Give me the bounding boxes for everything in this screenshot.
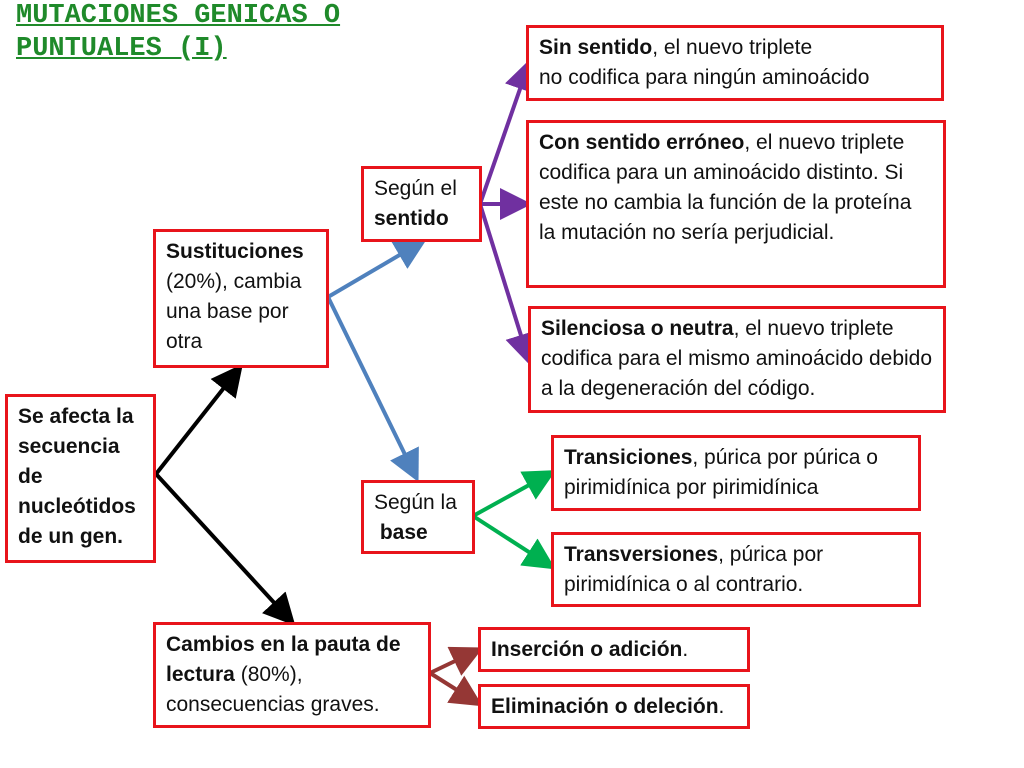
node-segun-base-rest: Según la	[374, 491, 457, 514]
node-sin-sentido-bold: Sin sentido	[539, 36, 653, 59]
node-sustituciones-rest: (20%), cambia una base por otra	[166, 270, 302, 353]
node-silenciosa-bold: Silenciosa o neutra	[541, 317, 734, 340]
node-con-sentido-rest: , el nuevo triplete codifica para un ami…	[539, 131, 912, 244]
node-insercion: Inserción o adición.	[478, 627, 750, 672]
node-eliminacion-bold: Eliminación o deleción	[491, 695, 719, 718]
node-transiciones: Transiciones, púrica por púrica o pirimi…	[551, 435, 921, 511]
node-eliminacion-rest: .	[718, 695, 725, 718]
arrow-sentido-to-silenciosa	[478, 203, 537, 366]
node-cambios-bold: Cambios en la pauta de lectura	[166, 633, 401, 686]
node-cambios-rest: (80%), consecuencias graves.	[166, 663, 380, 716]
node-con-sentido-bold: Con sentido erróneo	[539, 131, 745, 154]
arrow-sustituciones-to-base	[326, 296, 419, 483]
node-sin-sentido: Sin sentido, el nuevo triplete no codifi…	[526, 25, 944, 101]
node-transiciones-rest: , púrica por púrica o pirimidínica por p…	[564, 446, 878, 499]
node-silenciosa: Silenciosa o neutra, el nuevo triplete c…	[528, 306, 946, 413]
node-transversiones-rest: , púrica por pirimidínica o al contrario…	[564, 543, 824, 596]
arrow-cambios-to-insercion	[429, 646, 484, 676]
node-insercion-rest: .	[682, 638, 689, 661]
node-insercion-bold: Inserción o adición	[491, 638, 683, 661]
node-transversiones: Transversiones, púrica por pirimidínica …	[551, 532, 921, 607]
node-root-text: Se afecta la secuencia de nucleótidos de…	[18, 405, 136, 548]
arrow-root-to-cambios	[154, 472, 296, 626]
node-root: Se afecta la secuencia de nucleótidos de…	[5, 394, 156, 563]
arrow-base-to-transversiones	[471, 514, 556, 570]
arrow-sustituciones-to-sentido	[326, 238, 427, 299]
arrow-cambios-to-eliminacion	[428, 671, 483, 707]
node-segun-base-bold: base	[379, 521, 428, 544]
arrow-base-to-transiciones	[472, 470, 557, 518]
node-transiciones-bold: Transiciones	[564, 446, 693, 469]
node-transversiones-bold: Transversiones	[564, 543, 719, 566]
page-title: MUTACIONES GENICAS O PUNTUALES (I)	[16, 0, 340, 66]
node-segun-sentido: Según el sentido	[361, 166, 482, 242]
node-con-sentido: Con sentido erróneo, el nuevo triplete c…	[526, 120, 946, 288]
node-sin-sentido-rest: , el nuevo triplete	[652, 36, 813, 59]
node-sustituciones-bold: Sustituciones	[166, 240, 304, 263]
node-cambios: Cambios en la pauta de lectura (80%), co…	[153, 622, 431, 728]
node-eliminacion: Eliminación o deleción.	[478, 684, 750, 729]
node-segun-sentido-bold: sentido	[374, 207, 449, 230]
title-line-2: PUNTUALES (I)	[16, 34, 227, 64]
node-sin-sentido-line2: no codifica para ningún aminoácido	[539, 66, 870, 89]
node-segun-base: Según la base	[361, 480, 475, 554]
title-line-1: MUTACIONES GENICAS O	[16, 1, 341, 31]
node-sustituciones: Sustituciones (20%), cambia una base por…	[153, 229, 329, 368]
arrow-sentido-to-sin-sentido	[478, 58, 536, 205]
node-segun-sentido-rest: Según el	[374, 177, 457, 200]
node-silenciosa-rest: , el nuevo triplete codifica para el mis…	[541, 317, 933, 400]
arrow-root-to-sustituciones	[154, 363, 243, 476]
